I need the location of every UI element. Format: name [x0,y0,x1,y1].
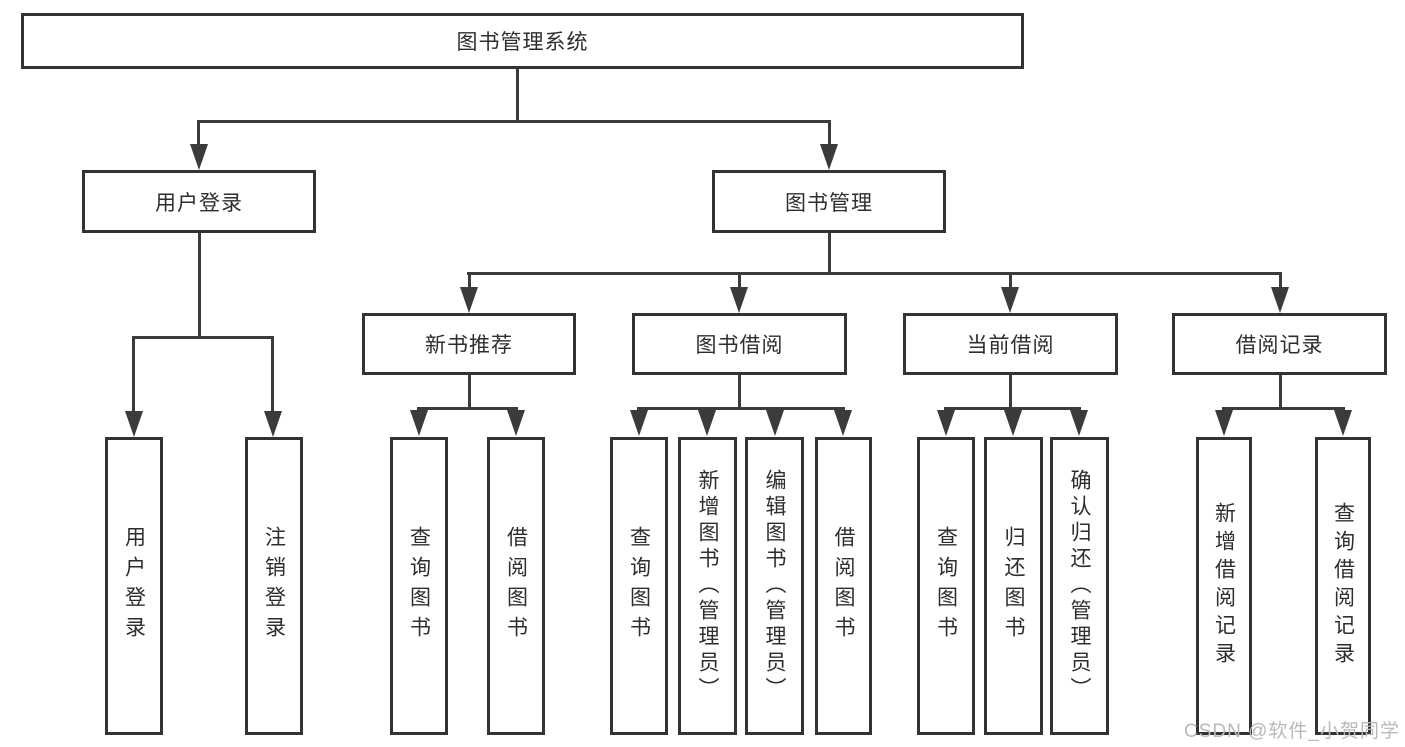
node-leaf-edit-book-admin: 编辑图书（管理员） [745,437,804,735]
connector-vline [828,120,831,147]
connector-hline [467,272,1282,275]
node-leaf-query-books-2: 查询图书 [610,437,668,735]
arrowhead-down [1334,410,1352,436]
watermark: CSDN @软件_小贺同学 [1184,721,1400,742]
connector-hline [1222,407,1345,410]
connector-vline [198,233,201,339]
arrowhead-down [730,287,748,313]
node-book-management-label: 图书管理 [785,191,873,215]
node-book-borrowing: 图书借阅 [632,313,847,375]
node-current-borrowing-label: 当前借阅 [966,334,1055,357]
node-leaf-add-borrow-record-label: 新增借阅记录 [1212,502,1236,670]
connector-hline [417,407,518,410]
connector-vline [468,272,471,289]
connector-vline [1009,272,1012,289]
connector-vline [1279,272,1282,289]
node-leaf-return-book-label: 归还图书 [1002,526,1025,646]
node-leaf-user-login: 用户登录 [105,437,163,735]
node-leaf-borrow-books-1: 借阅图书 [487,437,545,735]
node-leaf-query-books-2-label: 查询图书 [627,526,651,646]
connector-hline [132,336,274,339]
node-new-book-recommend: 新书推荐 [362,313,576,375]
arrowhead-down [698,410,716,436]
arrowhead-down [460,287,478,313]
node-leaf-query-borrow-record: 查询借阅记录 [1315,437,1371,735]
node-leaf-user-login-label: 用户登录 [122,526,146,646]
arrowhead-down [1070,410,1088,436]
node-leaf-query-books-3-label: 查询图书 [934,526,958,646]
arrowhead-down [1271,287,1289,313]
node-leaf-query-books-3: 查询图书 [917,437,975,735]
node-leaf-add-book-admin-label: 新增图书（管理员） [696,469,719,703]
node-leaf-borrow-books-2: 借阅图书 [815,437,872,735]
arrowhead-down [834,410,852,436]
node-borrowing-records-label: 借阅记录 [1235,334,1324,357]
connector-vline [516,69,519,123]
arrowhead-down [410,410,428,436]
connector-hline [944,407,1081,410]
connector-vline [271,336,274,413]
connector-hline [637,407,845,410]
arrowhead-down [820,144,838,170]
arrowhead-down [507,410,525,436]
arrowhead-down [264,411,282,437]
arrowhead-down [1001,287,1019,313]
node-root-label: 图书管理系统 [456,31,589,54]
node-borrowing-records: 借阅记录 [1172,313,1387,375]
node-leaf-confirm-return-admin: 确认归还（管理员） [1050,437,1109,735]
node-book-management: 图书管理 [712,170,946,233]
arrowhead-down [937,410,955,436]
node-leaf-query-borrow-record-label: 查询借阅记录 [1331,502,1355,670]
connector-vline [1009,375,1012,409]
node-leaf-edit-book-admin-label: 编辑图书（管理员） [763,469,786,703]
connector-hline [197,120,831,123]
node-leaf-logout-label: 注销登录 [262,526,286,646]
arrowhead-down [1004,410,1022,436]
node-leaf-confirm-return-admin-label: 确认归还（管理员） [1068,469,1091,703]
node-book-borrowing-label: 图书借阅 [695,334,784,357]
node-root: 图书管理系统 [21,13,1024,69]
node-new-book-recommend-label: 新书推荐 [425,334,513,357]
node-leaf-borrow-books-2-label: 借阅图书 [832,526,855,646]
connector-vline [197,120,200,147]
connector-vline [828,233,831,275]
connector-vline [738,375,741,409]
node-leaf-return-book: 归还图书 [984,437,1043,735]
arrowhead-down [125,411,143,437]
arrowhead-down [766,410,784,436]
node-user-login-label: 用户登录 [155,191,243,215]
connector-vline [1279,375,1282,409]
node-leaf-add-borrow-record: 新增借阅记录 [1196,437,1252,735]
node-current-borrowing: 当前借阅 [903,313,1118,375]
connector-vline [132,336,135,413]
arrowhead-down [1215,410,1233,436]
arrowhead-down [630,410,648,436]
node-leaf-query-books-1-label: 查询图书 [407,526,431,646]
node-leaf-logout: 注销登录 [245,437,303,735]
node-user-login: 用户登录 [82,170,316,233]
node-leaf-add-book-admin: 新增图书（管理员） [678,437,737,735]
node-leaf-borrow-books-1-label: 借阅图书 [504,526,528,646]
connector-vline [738,272,741,289]
arrowhead-down [190,144,208,170]
connector-vline [468,375,471,409]
node-leaf-query-books-1: 查询图书 [390,437,448,735]
